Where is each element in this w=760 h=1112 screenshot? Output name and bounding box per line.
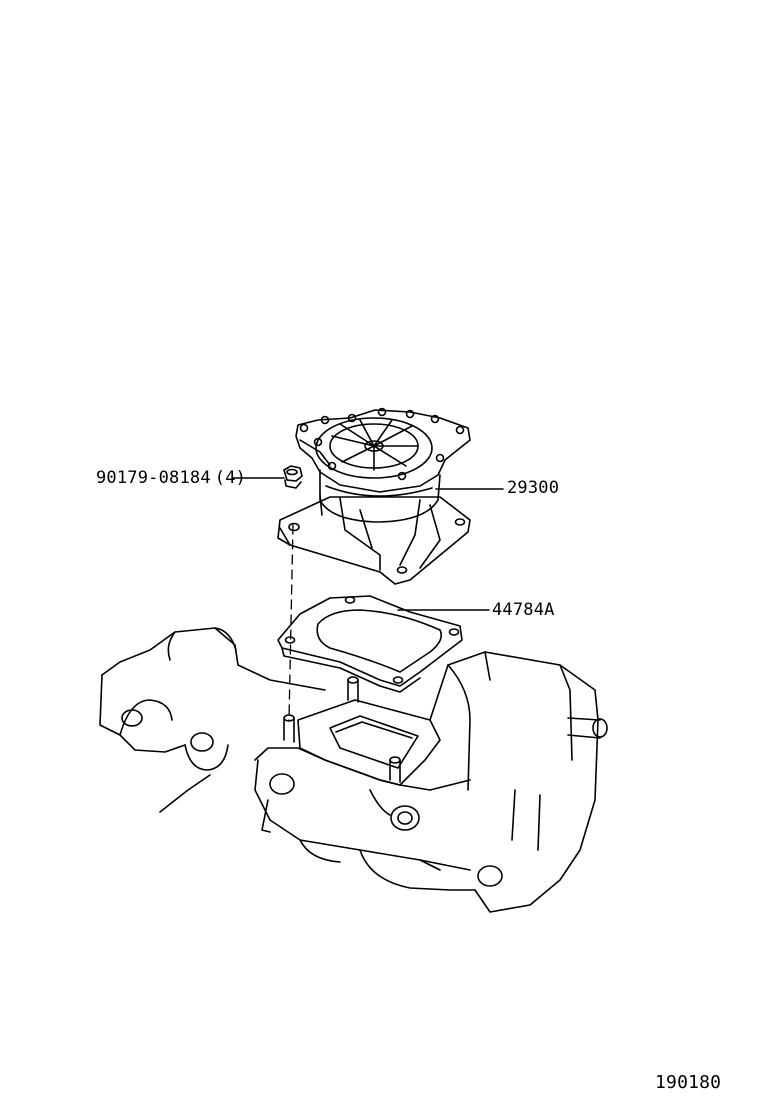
gasket-part-number: 44784A (492, 600, 555, 620)
bolt-part-label: 90179-08184(4) (96, 470, 246, 487)
figure-number: 190180 (655, 1072, 722, 1093)
throttle-body-unit-part-number: 29300 (507, 478, 560, 498)
gasket-part (278, 596, 462, 692)
bolt-part-number: 90179-08184 (96, 468, 211, 488)
bolt-alignment-dashed-line (289, 525, 293, 720)
throttle-body-unit-part (278, 409, 470, 585)
intake-manifold-part (100, 628, 607, 912)
bolt-quantity: (4) (214, 468, 247, 488)
bolt-part (284, 466, 302, 488)
